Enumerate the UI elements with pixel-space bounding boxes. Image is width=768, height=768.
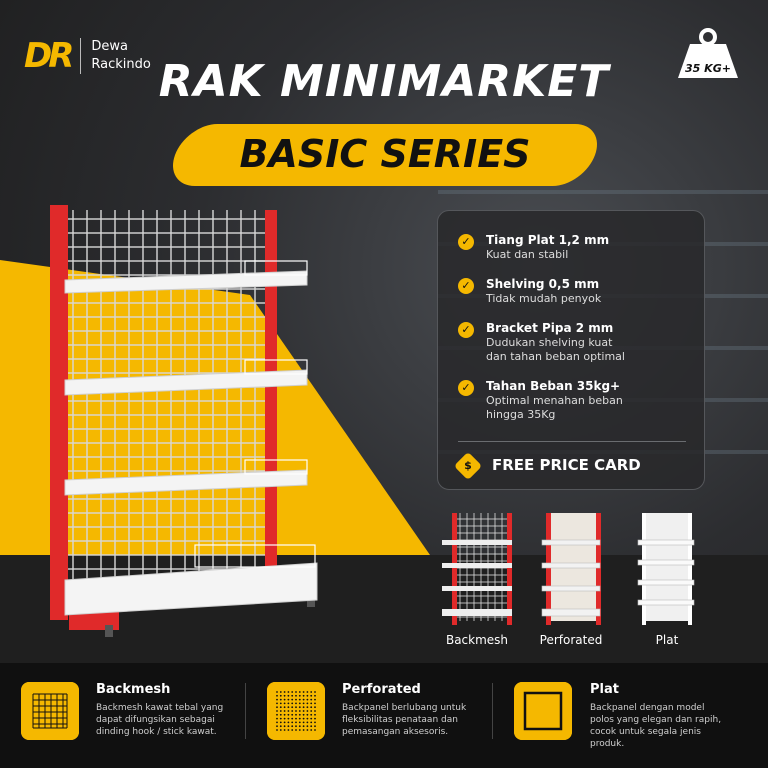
feature-divider <box>245 683 246 739</box>
feature-desc-backmesh: Backmesh kawat tebal yang dapat difungsi… <box>96 703 224 737</box>
page-title: RAK MINIMARKET <box>158 56 610 107</box>
feature-desc-plat: Backpanel dengan model polos yang elegan… <box>590 703 722 749</box>
spec-title: Bracket Pipa 2 mm <box>486 321 614 335</box>
logo-text: Dewa Rackindo <box>91 38 150 74</box>
spec-desc-line2: hingga 35Kg <box>486 408 556 421</box>
check-icon: ✓ <box>458 322 474 338</box>
free-price-card-label: FREE PRICE CARD <box>492 456 641 474</box>
spec-title: Tahan Beban 35kg+ <box>486 379 621 393</box>
spec-desc-line1: Dudukan shelving kuat <box>486 336 613 349</box>
brand-name-line2: Rackindo <box>91 57 151 72</box>
logo-divider <box>80 38 82 74</box>
spec-item: ✓ Shelving 0,5 mm Tidak mudah penyok <box>458 277 698 306</box>
backmesh-icon <box>21 682 79 740</box>
spec-item: ✓ Bracket Pipa 2 mm Dudukan shelving kua… <box>458 321 698 364</box>
spec-title: Tiang Plat 1,2 mm <box>486 233 610 247</box>
variant-label-perforated: Perforated <box>539 633 603 647</box>
perforated-icon <box>267 682 325 740</box>
logo-mark: DR <box>24 36 74 76</box>
weight-icon <box>678 28 738 78</box>
brand-name-line1: Dewa <box>91 39 129 54</box>
plat-icon <box>514 682 572 740</box>
spec-item: ✓ Tahan Beban 35kg+ Optimal menahan beba… <box>458 379 698 422</box>
spec-desc-line2: dan tahan beban optimal <box>486 350 625 363</box>
feature-divider <box>492 683 493 739</box>
feature-title-plat: Plat <box>590 682 619 697</box>
spec-divider <box>458 441 686 442</box>
feature-title-perforated: Perforated <box>342 682 421 697</box>
weight-badge-label: 35 KG+ <box>685 62 731 75</box>
brand-logo: DR Dewa Rackindo <box>24 36 151 76</box>
spec-desc: Tidak mudah penyok <box>486 292 602 305</box>
check-icon: ✓ <box>458 278 474 294</box>
feature-desc-perforated: Backpanel berlubang untuk fleksibilitas … <box>342 703 467 737</box>
spec-card: ✓ Tiang Plat 1,2 mm Kuat dan stabil ✓ Sh… <box>437 210 705 490</box>
variant-label-backmesh: Backmesh <box>445 633 509 647</box>
variant-backmesh-image <box>442 513 512 625</box>
variant-plat-image <box>637 513 695 625</box>
spec-item: ✓ Tiang Plat 1,2 mm Kuat dan stabil <box>458 233 698 262</box>
feature-title-backmesh: Backmesh <box>96 682 171 697</box>
page-subtitle: BASIC SERIES <box>239 132 531 176</box>
spec-title: Shelving 0,5 mm <box>486 277 600 291</box>
rack-illustration <box>50 205 318 637</box>
spec-desc-line1: Optimal menahan beban <box>486 394 623 407</box>
variant-label-plat: Plat <box>655 633 679 647</box>
check-icon: ✓ <box>458 380 474 396</box>
check-icon: ✓ <box>458 234 474 250</box>
variant-perforated-image <box>541 513 601 625</box>
price-tag-icon: $ <box>453 451 483 481</box>
features-footer <box>0 663 768 768</box>
spec-desc: Kuat dan stabil <box>486 248 569 261</box>
